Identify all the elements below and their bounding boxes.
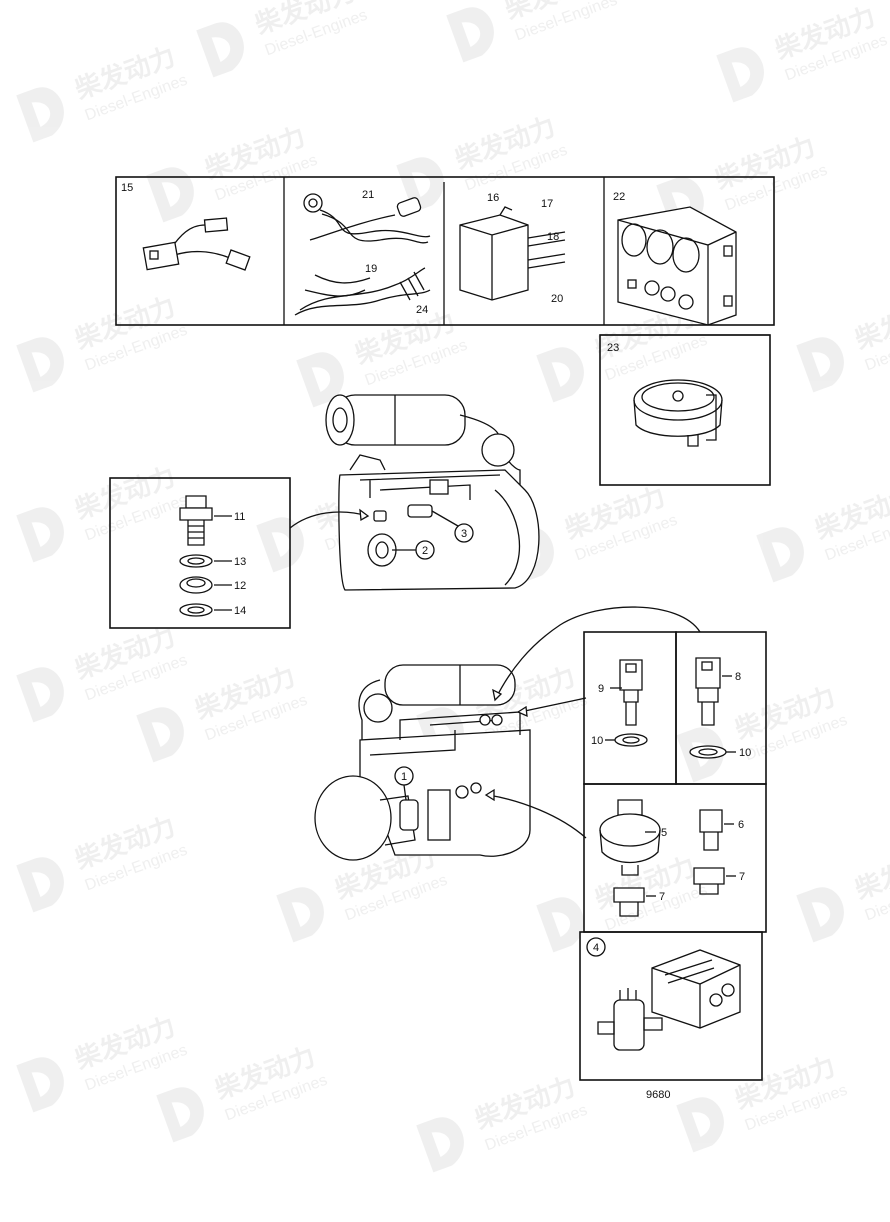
label-21: 21 [362,189,374,201]
label-23: 23 [607,342,619,354]
label-22: 22 [613,191,625,203]
upper-engine-drawing [325,394,540,591]
instrument-panel-drawing [617,206,737,326]
sensor-box-9-10 [583,631,677,785]
label-19: 19 [365,263,377,275]
sensor-box-8-10 [675,631,767,785]
callout-2: 2 [392,540,435,560]
label-7b: 7 [739,871,745,883]
svg-text:1: 1 [401,771,407,783]
label-16: 16 [487,192,499,204]
pressure-sender-box [583,783,767,933]
wiring-harness-drawing [294,193,431,316]
label-24: 24 [416,304,428,316]
label-14: 14 [234,605,246,617]
relay-box-4 [579,931,763,1081]
round-gauge-drawing [633,379,723,447]
label-10b: 10 [739,747,751,759]
label-8: 8 [735,671,741,683]
leader-arrow-1 [494,606,701,701]
label-13: 13 [234,556,246,568]
svg-text:2: 2 [422,545,428,557]
leader-arrow-2 [519,697,587,713]
drawing-number: 9680 [646,1089,670,1101]
leader-arrow-3 [487,794,587,839]
label-9: 9 [598,683,604,695]
label-15: 15 [121,182,133,194]
relay-box-drawing [459,206,566,301]
adapter-cable-drawing [142,217,251,271]
label-20: 20 [551,293,563,305]
callout-3: 3 [431,510,474,543]
leader-arrow-upper [289,511,369,529]
label-5: 5 [661,827,667,839]
top-panel-row [115,176,775,326]
svg-text:3: 3 [461,528,467,540]
callout-1: 1 [394,766,414,801]
label-7a: 7 [659,891,665,903]
label-12: 12 [234,580,246,592]
label-11: 11 [234,511,245,523]
label-18: 18 [547,231,559,243]
label-17: 17 [541,198,553,210]
label-10a: 10 [591,735,603,747]
label-6: 6 [738,819,744,831]
sender-parts-box [109,477,291,629]
label-4: 4 [593,942,599,954]
lower-engine-drawing [314,664,531,861]
